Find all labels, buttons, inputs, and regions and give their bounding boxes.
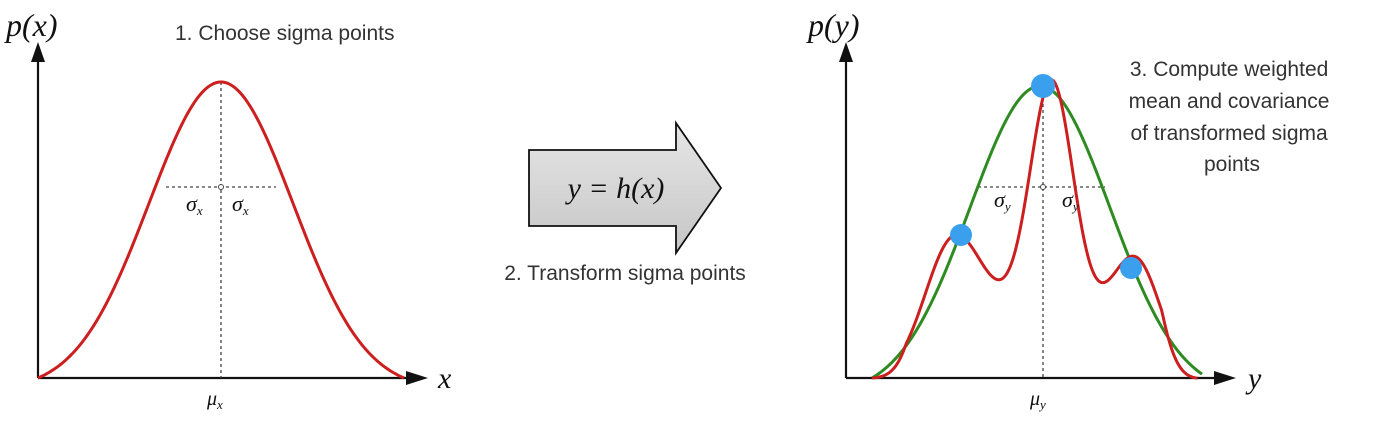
left-panel: p(x) x μx σx σx 1. Choose sigma points <box>4 7 452 412</box>
left-sigma-symbol-2: σ <box>232 191 244 216</box>
right-mean-label: μy <box>1029 388 1046 412</box>
left-sigma-subscript: x <box>196 203 203 218</box>
step-1-text: 1. Choose sigma points <box>175 22 394 45</box>
left-sigma-subscript-2: x <box>242 203 249 218</box>
left-sigma-symbol: σ <box>186 191 198 216</box>
transform-function-label: y = h(x) <box>565 172 665 205</box>
left-y-axis-label: p(x) <box>4 7 58 43</box>
right-y-axis-label: p(y) <box>806 7 860 43</box>
step-2-text: 2. Transform sigma points <box>504 262 746 285</box>
step-3-line-1: 3. Compute weighted <box>1130 58 1328 81</box>
left-x-axis-arrowhead <box>406 371 428 385</box>
left-mean-symbol: μ <box>206 388 217 410</box>
left-mean-subscript: x <box>216 397 223 412</box>
step-3-line-4: points <box>1204 153 1260 176</box>
right-y-axis-arrowhead <box>839 42 853 62</box>
right-sigma-label-right: σy <box>1062 187 1079 214</box>
right-sigma-subscript: y <box>1003 199 1011 214</box>
step-3-text: 3. Compute weighted mean and covariance … <box>1129 58 1336 176</box>
left-sigma-label-left: σx <box>186 191 203 218</box>
sigma-point-mean <box>1031 74 1055 98</box>
transformed-density-curve <box>871 78 1198 380</box>
left-y-axis-arrowhead <box>31 42 45 62</box>
right-guide-center <box>1040 184 1046 190</box>
step-3-line-3: of transformed sigma <box>1130 122 1328 145</box>
left-mean-label: μx <box>206 388 223 412</box>
right-x-axis-arrowhead <box>1214 371 1236 385</box>
right-mean-subscript: y <box>1038 397 1046 412</box>
right-sigma-label-left: σy <box>994 187 1011 214</box>
right-sigma-subscript-2: y <box>1071 199 1079 214</box>
input-density-curve <box>37 80 405 380</box>
right-x-axis-label: y <box>1245 362 1262 395</box>
right-sigma-symbol: σ <box>994 187 1006 212</box>
right-mean-symbol: μ <box>1029 388 1040 410</box>
sigma-point-right <box>1120 257 1142 279</box>
left-x-axis-label: x <box>437 362 452 395</box>
transform-arrow-icon <box>528 120 723 256</box>
right-panel: p(y) y μy σy σy 3. Compute weighted mean… <box>806 7 1336 412</box>
left-guide-center <box>218 184 224 190</box>
step-3-line-2: mean and covariance <box>1129 90 1330 113</box>
sigma-point-left <box>950 224 972 246</box>
transform-block: y = h(x) 2. Transform sigma points <box>504 120 746 285</box>
right-sigma-symbol-2: σ <box>1062 187 1074 212</box>
left-sigma-label-right: σx <box>232 191 249 218</box>
